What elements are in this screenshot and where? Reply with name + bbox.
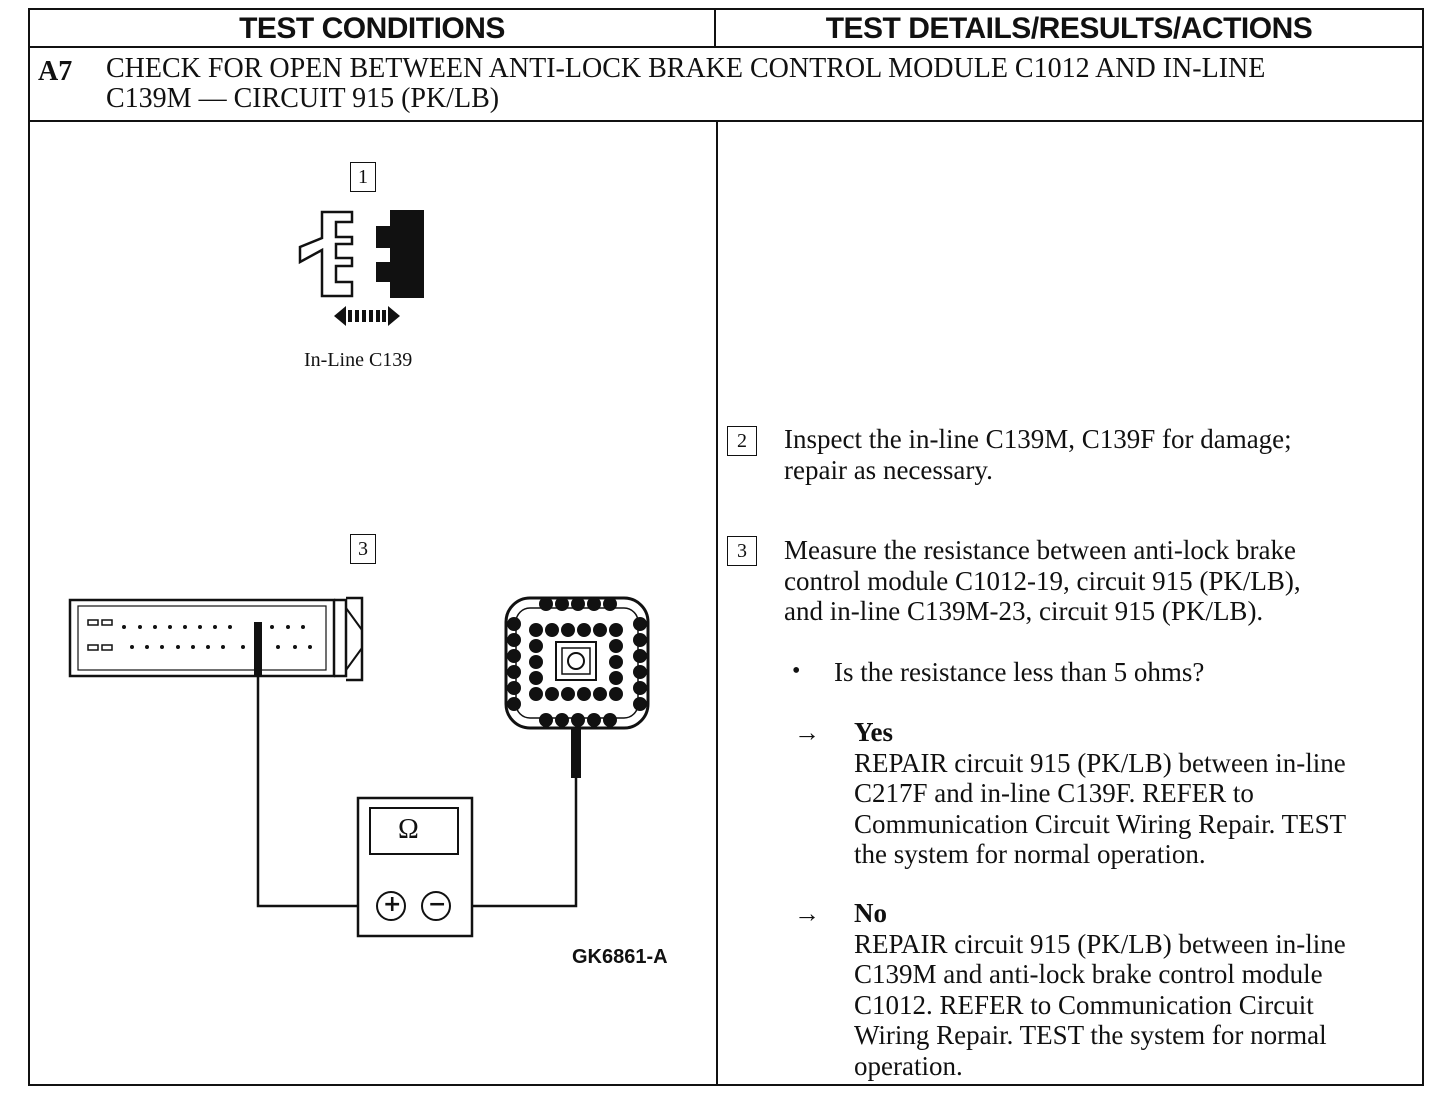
header-test-details: TEST DETAILS/RESULTS/ACTIONS: [716, 10, 1422, 48]
step-3-line: Measure the resistance between anti-lock…: [784, 535, 1297, 565]
step-3-line: and in-line C139M-23, circuit 915 (PK/LB…: [784, 596, 1264, 626]
no-label: No: [854, 898, 887, 928]
minus-terminal-label: −: [428, 892, 447, 917]
inline-connector-c139m-face: [504, 596, 650, 778]
step-2-text: Inspect the in-line C139M, C139F for dam…: [784, 424, 1292, 485]
yes-line: REPAIR circuit 915 (PK/LB) between in-li…: [854, 747, 1346, 778]
step-3-number: 3: [727, 536, 757, 566]
ohmmeter: [356, 796, 474, 938]
plus-terminal-label: +: [383, 892, 402, 917]
header-test-conditions: TEST CONDITIONS: [30, 10, 716, 48]
module-connector-c1012: [68, 596, 364, 682]
no-line: REPAIR circuit 915 (PK/LB) between in-li…: [854, 928, 1346, 959]
step-2-line: repair as necessary.: [784, 454, 993, 485]
no-arrow: →: [794, 899, 820, 928]
no-line: Wiring Repair. TEST the system for norma…: [854, 1020, 1327, 1050]
step-title-line: C139M — CIRCUIT 915 (PK/LB): [106, 83, 500, 114]
step-title: CHECK FOR OPEN BETWEEN ANTI-LOCK BRAKE C…: [106, 54, 1406, 114]
step-row: A7 CHECK FOR OPEN BETWEEN ANTI-LOCK BRAK…: [30, 48, 1422, 122]
no-line: C1012. REFER to Communication Circuit: [854, 989, 1314, 1020]
yes-result: Yes REPAIR circuit 915 (PK/LB) between i…: [854, 717, 1346, 870]
step-id: A7: [38, 56, 73, 87]
yes-line: the system for normal operation.: [854, 839, 1206, 869]
figure-code: GK6861-A: [572, 946, 668, 968]
yes-line: Communication Circuit Wiring Repair. TES…: [854, 808, 1347, 839]
step-3-line: control module C1012-19, circuit 915 (PK…: [784, 565, 1301, 596]
column-divider: [716, 122, 718, 1086]
inline-connector-c139: [298, 210, 424, 326]
question-text: Is the resistance less than 5 ohms?: [834, 657, 1205, 687]
callout-1: 1: [350, 162, 376, 192]
ohm-symbol: Ω: [398, 814, 419, 845]
no-result: No REPAIR circuit 915 (PK/LB) between in…: [854, 898, 1346, 1081]
callout-3-figure: 3: [350, 534, 376, 564]
connector-caption: In-Line C139: [304, 349, 413, 371]
yes-line: C217F and in-line C139F. REFER to: [854, 778, 1254, 808]
yes-label: Yes: [854, 717, 893, 747]
no-line: C139M and anti-lock brake control module: [854, 959, 1323, 989]
question-bullet: •: [792, 658, 801, 684]
step-2-line: Inspect the in-line C139M, C139F for dam…: [784, 424, 1292, 454]
yes-arrow: →: [794, 718, 820, 747]
test-table: TEST CONDITIONS TEST DETAILS/RESULTS/ACT…: [28, 8, 1424, 1086]
step-2-number: 2: [727, 426, 757, 456]
no-line: operation.: [854, 1050, 963, 1081]
meter-leads: [256, 676, 578, 908]
step-title-line: CHECK FOR OPEN BETWEEN ANTI-LOCK BRAKE C…: [106, 53, 1266, 84]
step-3-text: Measure the resistance between anti-lock…: [784, 535, 1301, 627]
